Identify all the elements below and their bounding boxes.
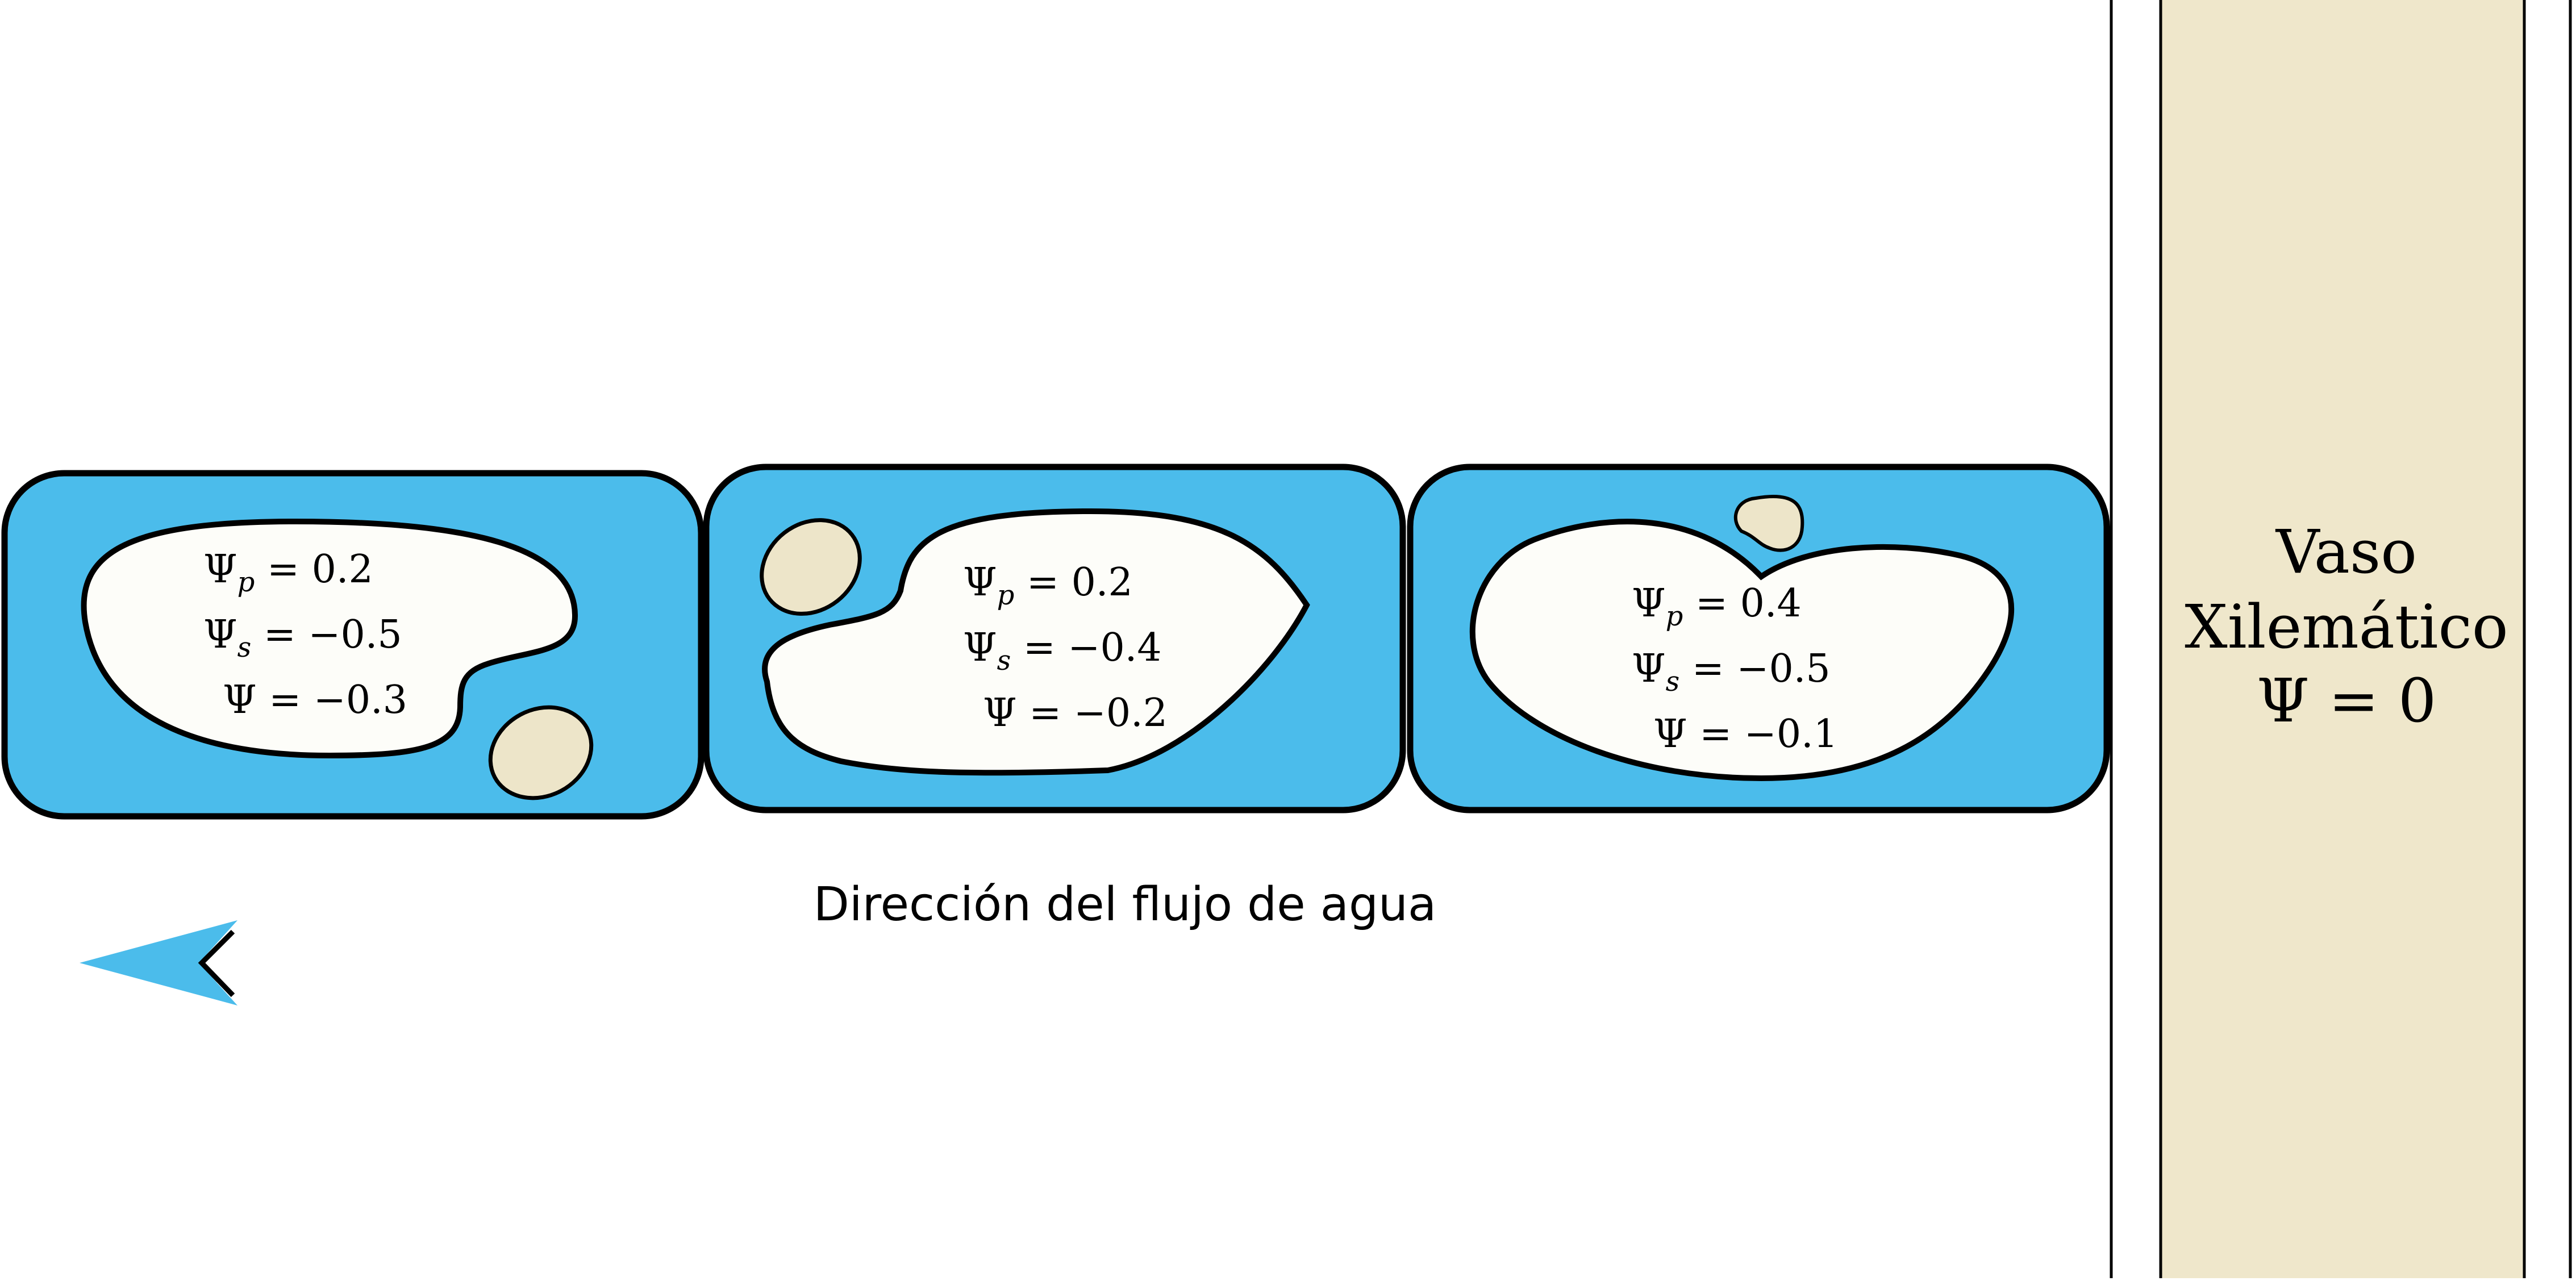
- cell-1-solute-potential: Ψs = −0.5: [203, 612, 402, 664]
- cell-3: Ψp = 0.4 Ψs = −0.5 Ψ = −0.1: [1407, 464, 2110, 813]
- flow-arrow-head: [80, 920, 237, 1005]
- vessel-label-line2: Xilemático: [2185, 592, 2508, 662]
- cell-1-water-potential: Ψ = −0.3: [223, 678, 407, 723]
- cell-3-solute-potential: Ψs = −0.5: [1632, 646, 1831, 698]
- cell-2-pressure-potential: Ψp = 0.2: [963, 560, 1133, 611]
- cell-1-vacuole: [81, 518, 578, 759]
- cell-2-organelle: [760, 518, 862, 616]
- cell-1-pressure-potential: Ψp = 0.2: [203, 547, 373, 598]
- vessel-potential-label: Ψ = 0: [2257, 666, 2437, 736]
- cell-1-organelle: [488, 705, 594, 800]
- cell-3-vacuole: [1469, 519, 2015, 782]
- cell-2-vacuole: [762, 508, 1310, 776]
- flow-arrow-head-edge: [198, 929, 235, 998]
- flow-arrow: Dirección del flujo de agua: [80, 878, 2095, 1005]
- cell-2-solute-potential: Ψs = −0.4: [963, 625, 1162, 677]
- cell-1: Ψp = 0.2 Ψs = −0.5 Ψ = −0.3: [1, 470, 705, 820]
- xylem-vessel: Vaso Xilemático Ψ = 0: [2110, 0, 2572, 1281]
- cell-3-water-potential: Ψ = −0.1: [1653, 712, 1838, 757]
- cell-2: Ψp = 0.2 Ψs = −0.4 Ψ = −0.2: [703, 464, 1406, 813]
- cell-2-water-potential: Ψ = −0.2: [983, 691, 1168, 736]
- vessel-lumen: [2159, 0, 2526, 1281]
- cell-3-organelle: [1733, 494, 1804, 552]
- flow-direction-label: Dirección del flujo de agua: [814, 878, 1437, 932]
- cell-3-pressure-potential: Ψp = 0.4: [1632, 581, 1802, 632]
- vessel-label-line1: Vaso: [2275, 517, 2417, 587]
